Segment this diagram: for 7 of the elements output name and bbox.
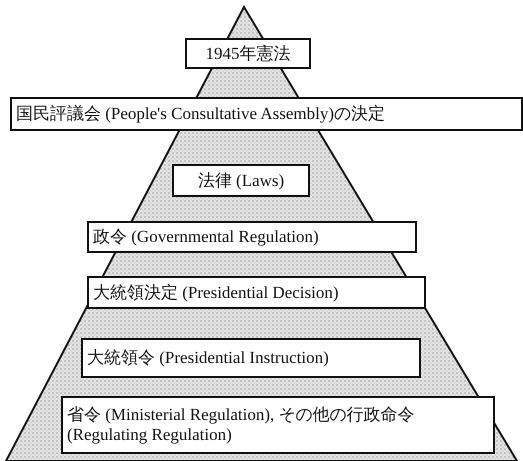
level-box: 1945年憲法: [185, 38, 311, 69]
level-box: 省令 (Ministerial Regulation), その他の行政命令 (Regulating Regulation): [61, 396, 495, 454]
level-box: 法律 (Laws): [172, 164, 310, 197]
level-box: 大統領決定 (Presidential Decision): [87, 276, 426, 309]
level-box: 国民評議会 (People's Consultative Assembly)の決定: [10, 97, 523, 131]
level-box: 政令 (Governmental Regulation): [87, 221, 417, 253]
level-box: 大統領令 (Presidential Instruction): [81, 338, 421, 378]
